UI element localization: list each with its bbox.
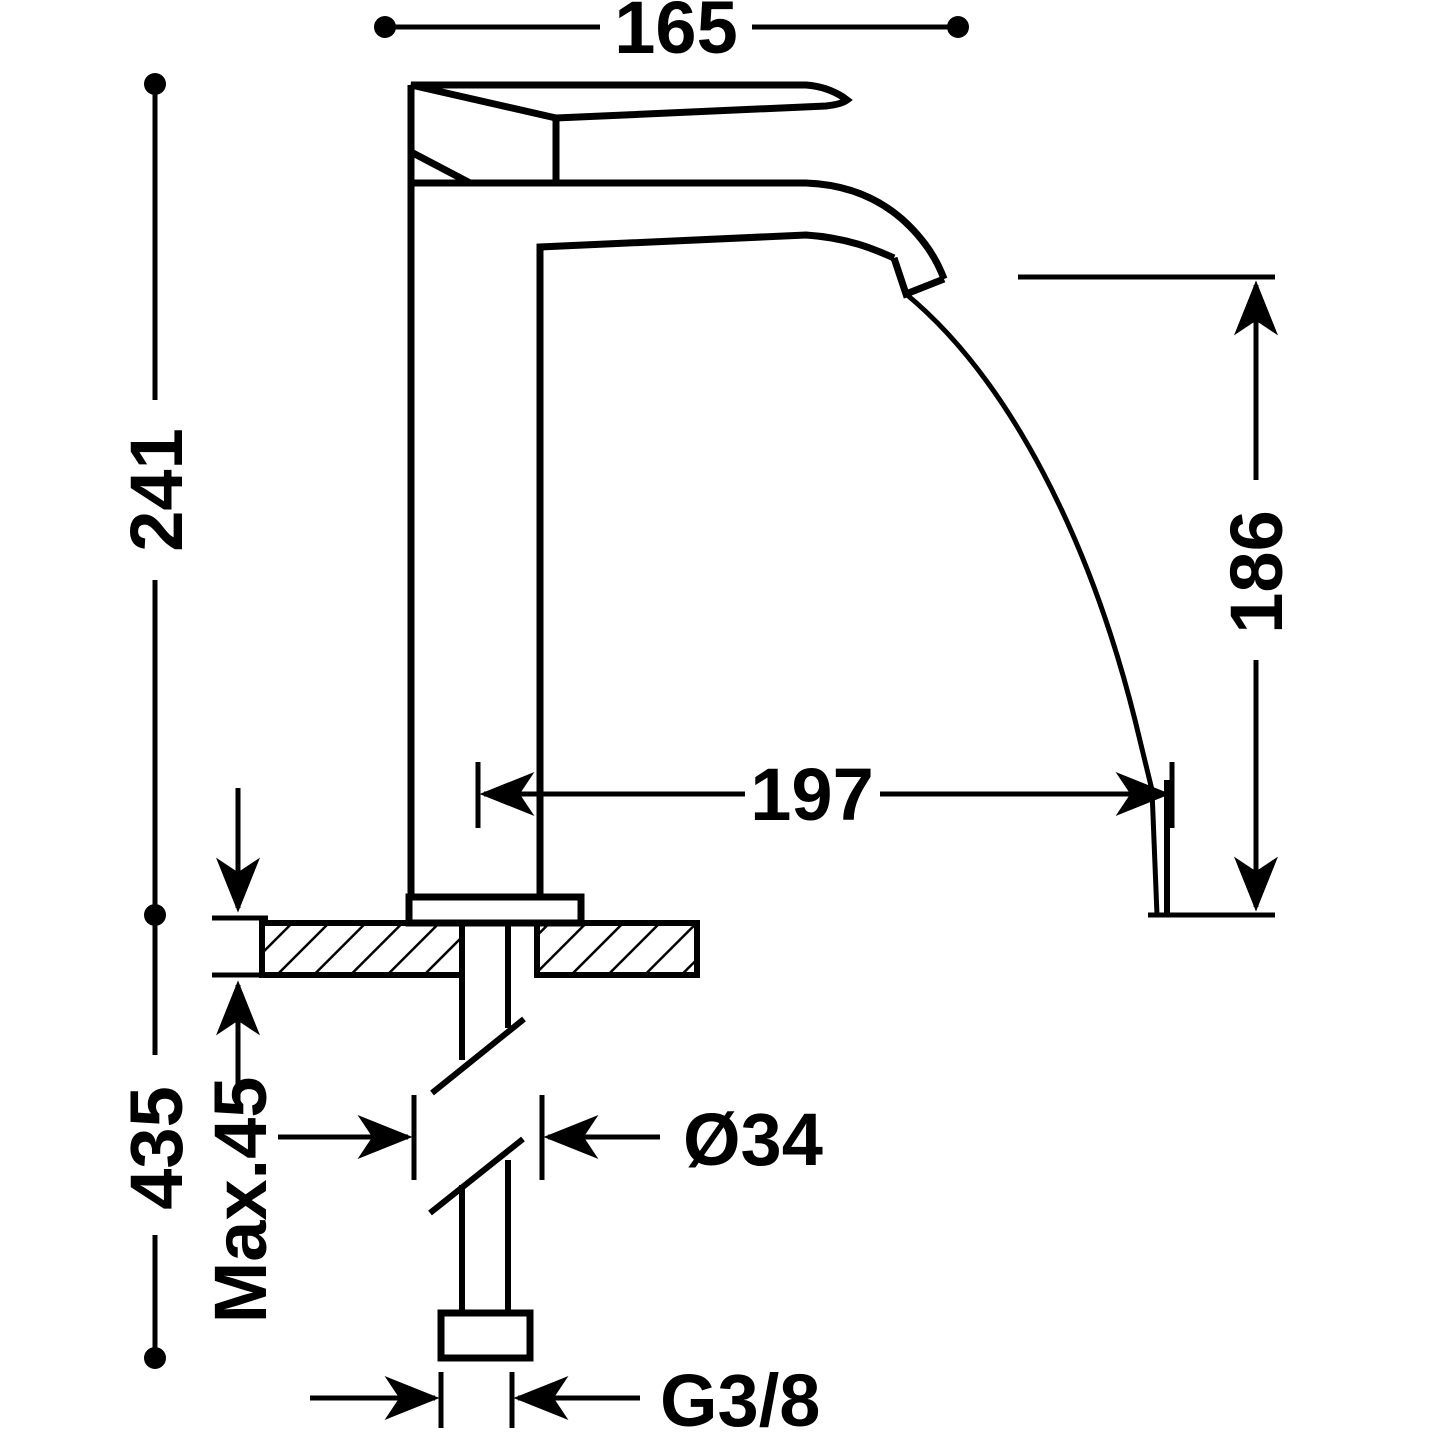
countertop-right	[534, 920, 700, 978]
dimension-thread-g38: G3/8	[310, 1359, 820, 1442]
countertop-left	[259, 920, 465, 978]
break-line-lower	[428, 1136, 525, 1216]
dimension-diameter-34: Ø34	[278, 1095, 823, 1181]
dimension-thickness-max45: Max.45	[199, 788, 282, 1323]
spout-underside-curve	[904, 292, 1155, 791]
shank-assembly	[428, 923, 534, 1362]
spout-top-curve	[411, 179, 948, 281]
dimension-height-435: 435	[115, 915, 198, 1369]
aerator-outlet-left	[1149, 789, 1160, 916]
escutcheon-flange	[405, 893, 585, 927]
dimension-reach-197: 197	[475, 753, 1175, 836]
lever-handle	[410, 81, 853, 122]
dimension-label-g38: G3/8	[660, 1359, 820, 1442]
dimension-label-241: 241	[115, 428, 198, 551]
countertop-section	[259, 920, 700, 978]
dimension-spout-height-186: 186	[1018, 274, 1298, 918]
dimension-label-max45: Max.45	[199, 1077, 282, 1324]
base-flange-rect	[405, 893, 585, 927]
dimension-label-197: 197	[750, 753, 873, 836]
handle-underside	[470, 118, 560, 187]
faucet-body	[407, 81, 1170, 916]
break-line-upper	[430, 1016, 526, 1096]
dimension-label-186: 186	[1215, 510, 1298, 633]
dimension-height-241: 241	[115, 73, 198, 926]
dimension-label-165: 165	[614, 0, 737, 69]
dimension-width-165: 165	[374, 0, 969, 69]
dimension-label-d34: Ø34	[683, 1098, 823, 1181]
spout-inner-curve	[536, 231, 896, 897]
hose-connector-nut	[437, 1309, 534, 1362]
dimension-label-435: 435	[115, 1086, 198, 1209]
